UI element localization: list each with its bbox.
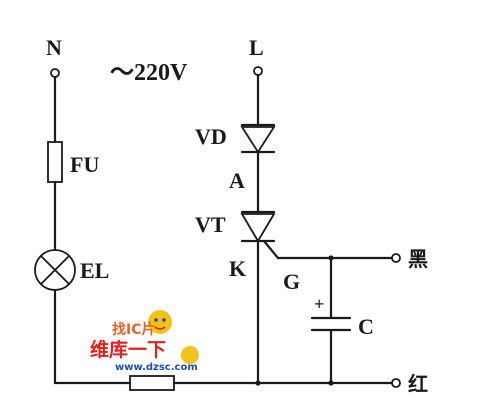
- watermark-logo: 找IC片 维库一下 www.dzsc.com: [90, 310, 199, 373]
- terminal-red: [391, 378, 401, 388]
- label-capacitor-plus: +: [314, 294, 324, 314]
- capacitor-c: [310, 316, 352, 332]
- watermark-url: www.dzsc.com: [115, 362, 198, 373]
- label-n: N: [46, 35, 62, 60]
- terminal-n: [50, 68, 60, 78]
- label-g: G: [283, 269, 300, 294]
- label-k: K: [229, 256, 246, 281]
- lamp-el: [34, 249, 76, 291]
- terminal-l: [253, 66, 263, 76]
- label-c: C: [358, 314, 374, 339]
- watermark-brand: 维库一下: [90, 338, 166, 361]
- label-red-terminal: 红: [408, 372, 428, 396]
- label-vd: VD: [195, 124, 227, 149]
- resistor: [129, 375, 175, 391]
- mascot-body: [181, 346, 199, 364]
- watermark-logo-text: 找IC片: [112, 321, 155, 338]
- fuse-fu: [47, 141, 63, 183]
- label-el: EL: [80, 258, 109, 283]
- label-voltage: ～220V: [110, 60, 188, 86]
- mascot-head: [148, 310, 172, 334]
- label-a: A: [229, 168, 245, 193]
- label-l: L: [249, 35, 264, 60]
- label-black-terminal: 黑: [408, 247, 428, 271]
- label-fu: FU: [70, 152, 99, 177]
- diode-vd: [240, 123, 276, 154]
- label-vt: VT: [195, 212, 226, 237]
- thyristor-vt: [240, 210, 280, 260]
- terminal-black: [391, 253, 401, 263]
